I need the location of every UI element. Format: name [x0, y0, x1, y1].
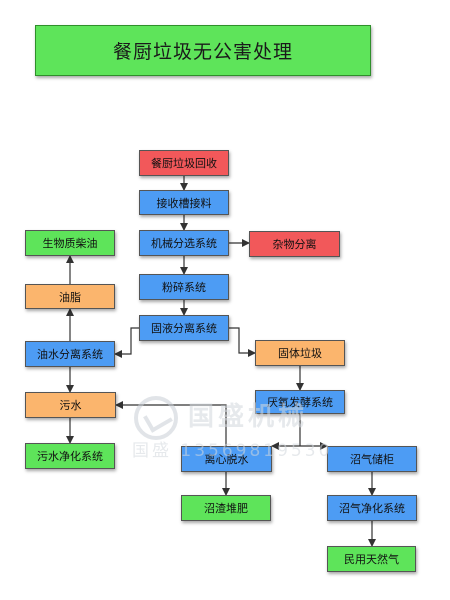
- node-biodiesel: 生物质柴油: [25, 230, 115, 256]
- node-civil-natural-gas: 民用天然气: [327, 546, 416, 572]
- node-receiving-trough: 接收槽接料: [139, 190, 229, 215]
- node-anaerobic-fermentation: 厌氧发酵系统: [255, 390, 345, 414]
- node-solid-liquid-separation: 固液分离系统: [139, 315, 229, 341]
- node-residue-compost: 沼渣堆肥: [181, 495, 271, 521]
- node-sewage-purification: 污水净化系统: [25, 443, 115, 469]
- node-sewage: 污水: [25, 392, 116, 418]
- node-centrifugal-dewatering: 离心脱水: [181, 446, 272, 472]
- page-title: 餐厨垃圾无公害处理: [35, 25, 371, 76]
- node-mechanical-sorting: 机械分选系统: [139, 230, 229, 256]
- arrow-separation-to-solid: [229, 327, 256, 357]
- node-kitchen-waste-recycle: 餐厨垃圾回收: [139, 150, 229, 176]
- node-biogas-storage: 沼气储柜: [327, 446, 417, 472]
- node-crushing: 粉碎系统: [139, 274, 229, 300]
- node-biogas-purification: 沼气净化系统: [327, 495, 417, 521]
- node-oil-water-separation: 油水分离系统: [25, 341, 115, 367]
- node-solid-waste: 固体垃圾: [255, 340, 345, 366]
- arrow-dewatering-to-sewage: [115, 401, 227, 446]
- node-grease: 油脂: [25, 284, 115, 309]
- arrow-separation-to-oilwater: [114, 327, 139, 358]
- node-debris-separation: 杂物分离: [249, 231, 340, 257]
